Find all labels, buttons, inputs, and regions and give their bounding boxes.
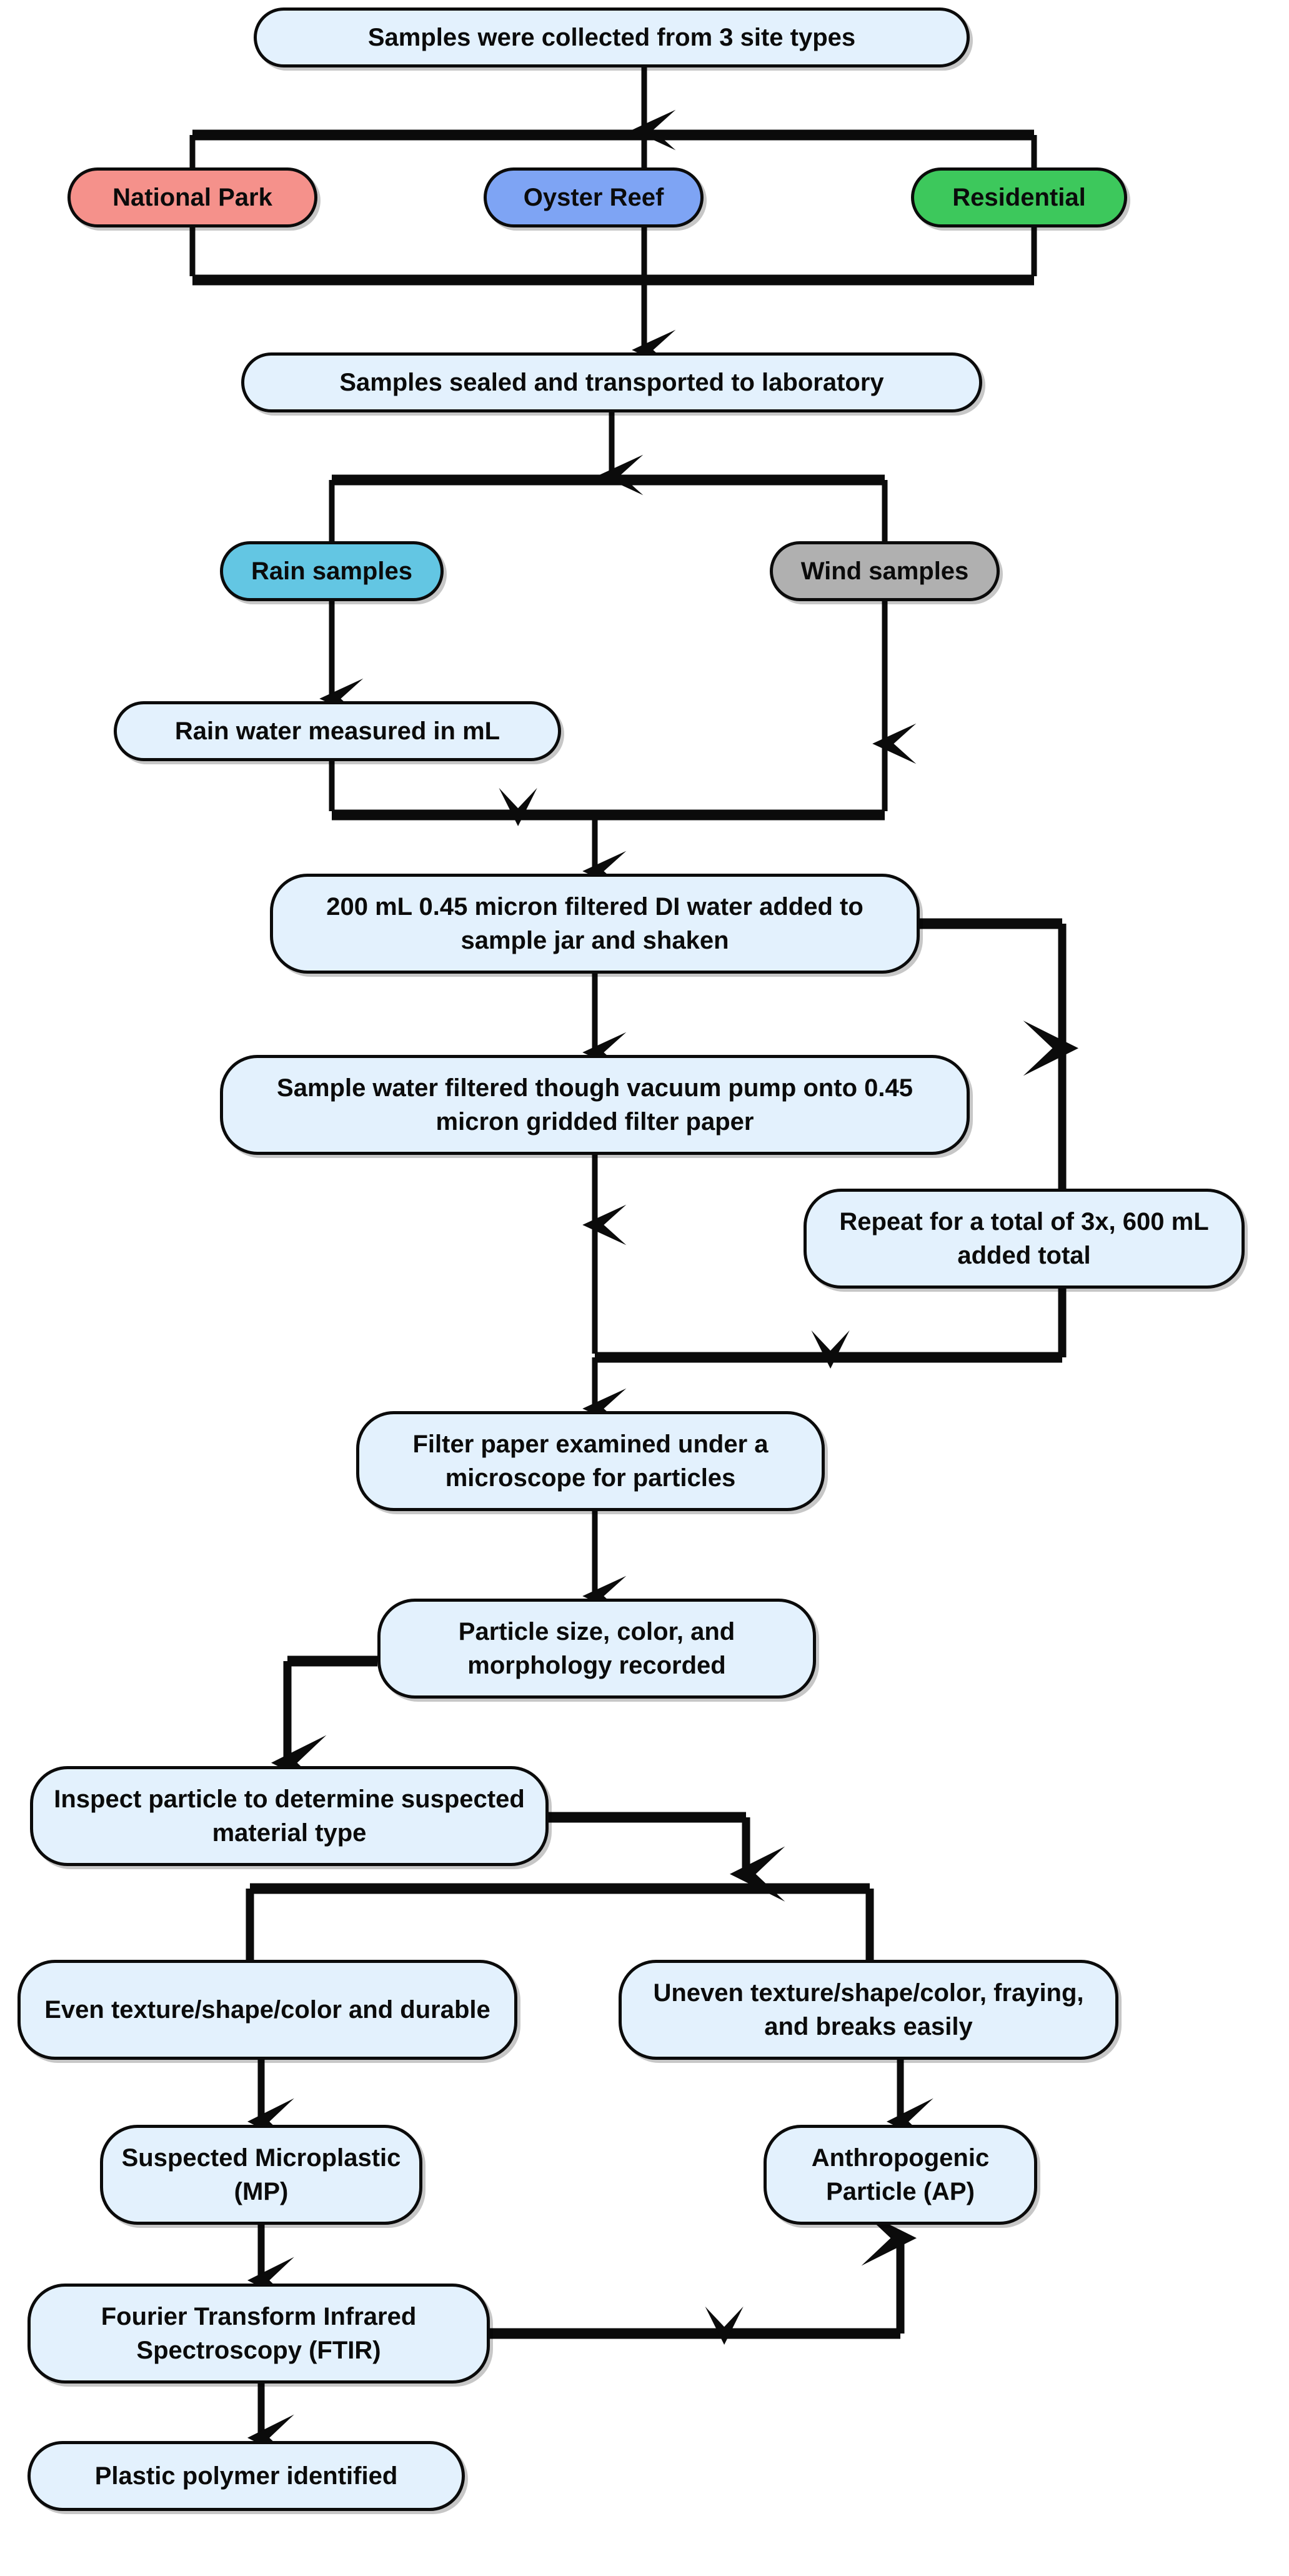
node-label: Wind samples: [800, 557, 969, 585]
node-label: Sample water filtered though vacuum pump…: [277, 1074, 913, 1136]
node-label: Oyster Reef: [523, 184, 664, 211]
node-ftir[interactable]: Fourier Transform Infrared Spectroscopy …: [27, 2284, 490, 2384]
node-particle-recorded[interactable]: Particle size, color, and morphology rec…: [377, 1599, 816, 1699]
node-even-texture[interactable]: Even texture/shape/color and durable: [17, 1960, 517, 2060]
node-label: Residential: [952, 184, 1086, 211]
node-uneven-texture[interactable]: Uneven texture/shape/color, fraying, and…: [619, 1960, 1118, 2060]
node-inspect-particle[interactable]: Inspect particle to determine suspected …: [30, 1766, 549, 1866]
node-label: Rain samples: [251, 557, 412, 585]
node-samples-collected[interactable]: Samples were collected from 3 site types: [254, 7, 970, 67]
node-vacuum-filtration[interactable]: Sample water filtered though vacuum pump…: [220, 1055, 970, 1155]
node-wind-samples[interactable]: Wind samples: [770, 541, 1000, 601]
node-label: Even texture/shape/color and durable: [44, 1996, 490, 2024]
node-label: Filter paper examined under a microscope…: [412, 1430, 769, 1492]
node-samples-sealed[interactable]: Samples sealed and transported to labora…: [241, 352, 982, 412]
node-label: Plastic polymer identified: [94, 2462, 398, 2490]
node-label: Particle size, color, and morphology rec…: [458, 1618, 735, 1679]
node-label: Anthropogenic Particle (AP): [811, 2144, 990, 2205]
node-label: 200 mL 0.45 micron filtered DI water add…: [326, 893, 863, 954]
node-residential[interactable]: Residential: [911, 167, 1127, 227]
node-label: Rain water measured in mL: [174, 717, 500, 745]
node-label: Uneven texture/shape/color, fraying, and…: [653, 1979, 1084, 2040]
node-rain-samples[interactable]: Rain samples: [220, 541, 444, 601]
node-oyster-reef[interactable]: Oyster Reef: [484, 167, 704, 227]
node-label: Inspect particle to determine suspected …: [54, 1785, 525, 1847]
node-di-water-added[interactable]: 200 mL 0.45 micron filtered DI water add…: [270, 874, 920, 974]
node-rain-water-measured[interactable]: Rain water measured in mL: [114, 701, 561, 761]
node-label: Samples sealed and transported to labora…: [339, 369, 884, 396]
node-suspected-microplastic[interactable]: Suspected Microplastic (MP): [100, 2125, 422, 2225]
node-microscope-exam[interactable]: Filter paper examined under a microscope…: [356, 1411, 825, 1511]
node-label: National Park: [112, 184, 272, 211]
node-label: Repeat for a total of 3x, 600 mL added t…: [839, 1208, 1209, 1269]
node-plastic-polymer-identified[interactable]: Plastic polymer identified: [27, 2441, 465, 2511]
node-anthropogenic-particle[interactable]: Anthropogenic Particle (AP): [764, 2125, 1037, 2225]
node-repeat-three-times[interactable]: Repeat for a total of 3x, 600 mL added t…: [804, 1189, 1245, 1289]
node-label: Samples were collected from 3 site types: [367, 24, 856, 51]
node-label: Suspected Microplastic (MP): [121, 2144, 401, 2205]
node-label: Fourier Transform Infrared Spectroscopy …: [101, 2303, 417, 2364]
node-national-park[interactable]: National Park: [67, 167, 317, 227]
